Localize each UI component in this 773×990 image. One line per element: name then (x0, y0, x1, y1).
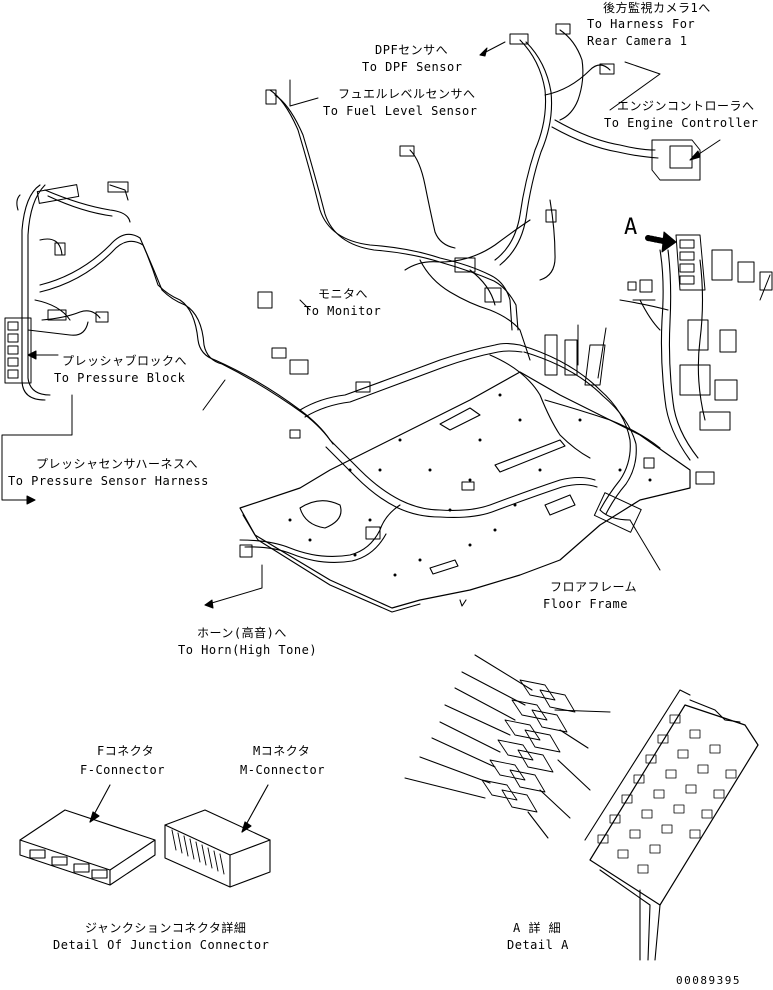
rear-camera-label-en-1: To Harness For (587, 17, 696, 31)
dpf-label-en: To DPF Sensor (362, 60, 463, 74)
junction-detail-label-en: Detail Of Junction Connector (53, 938, 270, 952)
detail-a-label-jp: A 詳 細 (513, 921, 562, 935)
junction-detail-label-jp: ジャンクションコネクタ詳細 (85, 921, 247, 935)
connectors (4, 23, 773, 558)
monitor-label-en: To Monitor (304, 304, 382, 318)
leader-lines (1, 41, 771, 609)
m-connector-label-jp: Mコネクタ (253, 744, 311, 758)
engine-controller-label-en: To Engine Controller (604, 116, 759, 130)
detail-a-label-en: Detail A (507, 938, 569, 952)
monitor-label-jp: モニタへ (318, 287, 369, 301)
harness-wires (16, 29, 706, 563)
pressure-sensor-label-en: To Pressure Sensor Harness (8, 474, 209, 488)
f-connector-label-jp: Fコネクタ (97, 744, 155, 758)
horn-label-en: To Horn(High Tone) (178, 643, 318, 657)
floor-frame-plate (239, 371, 691, 613)
pressure-sensor-label-jp: プレッシャセンサハーネスへ (36, 457, 199, 471)
f-connector-label-en: F-Connector (80, 763, 165, 777)
rear-camera-label-en-2: Rear Camera 1 (587, 34, 688, 48)
rear-camera-label-jp: 後方監視カメラ1へ (603, 1, 711, 15)
dpf-label-jp: DPFセンサへ (375, 43, 449, 57)
floor-frame-label-en: Floor Frame (543, 597, 628, 611)
view-a-marker: A (624, 215, 638, 240)
drawing-number: 00089395 (676, 974, 741, 987)
horn-label-jp: ホーン(高音)へ (197, 626, 287, 640)
pressure-block-label-jp: プレッシャブロックへ (62, 354, 188, 368)
f-connector-drawing (19, 784, 156, 886)
engine-controller-label-jp: エンジンコントローラへ (617, 99, 755, 113)
m-connector-label-en: M-Connector (240, 763, 325, 777)
m-connector-drawing (164, 784, 271, 888)
fuel-level-label-en: To Fuel Level Sensor (323, 104, 478, 118)
fuel-level-label-jp: フュエルレベルセンサへ (338, 87, 476, 101)
detail-a-drawing (404, 654, 759, 961)
floor-frame-label-jp: フロアフレーム (550, 580, 638, 594)
pressure-block-label-en: To Pressure Block (54, 371, 186, 385)
